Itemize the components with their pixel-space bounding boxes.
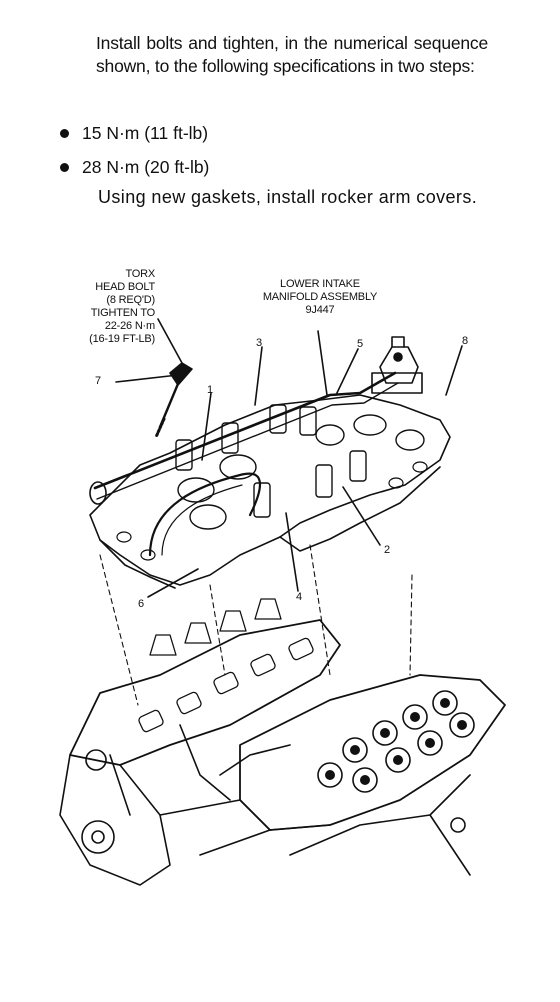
torx-label-line: 22-26 N·m bbox=[104, 320, 155, 332]
torque-step-2-text: 28 N·m (20 ft-lb) bbox=[82, 157, 210, 177]
manifold-label: LOWER INTAKE MANIFOLD ASSEMBLY 9J447 bbox=[240, 278, 400, 317]
manifold-label-line: 9J447 bbox=[305, 304, 335, 316]
callout-6: 6 bbox=[138, 598, 145, 610]
torx-label-line: TORX bbox=[125, 268, 155, 280]
callout-2: 2 bbox=[384, 544, 391, 556]
gasket-instruction: Using new gaskets, install rocker arm co… bbox=[98, 187, 478, 207]
torx-label-line: TIGHTEN TO bbox=[90, 307, 155, 319]
bullet-icon bbox=[60, 129, 69, 138]
torx-label-line: HEAD BOLT bbox=[95, 281, 155, 293]
bullet-icon bbox=[60, 163, 69, 172]
manifold-label-line: MANIFOLD ASSEMBLY bbox=[262, 291, 378, 303]
callout-3: 3 bbox=[256, 337, 263, 349]
callout-7: 7 bbox=[95, 375, 102, 387]
callout-5: 5 bbox=[357, 338, 364, 350]
torque-step-1-text: 15 N·m (11 ft-lb) bbox=[82, 123, 209, 143]
torx-label-line: (16-19 FT-LB) bbox=[89, 333, 155, 345]
engine-diagram bbox=[59, 318, 506, 886]
callout-4: 4 bbox=[296, 591, 303, 603]
manifold-label-line: LOWER INTAKE bbox=[280, 278, 360, 290]
torx-label-line: (8 REQ'D) bbox=[106, 294, 155, 306]
instruction-paragraph: Install bolts and tighten, in the numeri… bbox=[96, 33, 488, 76]
torx-bolt-label: TORX HEAD BOLT (8 REQ'D) TIGHTEN TO 22-2… bbox=[40, 268, 155, 346]
callout-1: 1 bbox=[207, 384, 214, 396]
callout-8: 8 bbox=[462, 335, 469, 347]
